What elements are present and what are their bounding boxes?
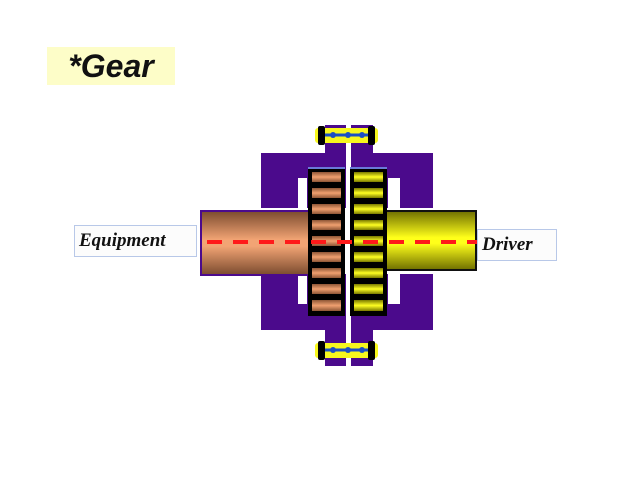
- driver-gear-hub: [350, 167, 387, 316]
- equipment-label-text: Equipment: [79, 230, 166, 251]
- title-box: *Gear: [47, 47, 175, 85]
- bottom-bolt-icon: [315, 341, 378, 360]
- top-bolt-icon: [315, 126, 378, 145]
- driver-label-text: Driver: [482, 234, 533, 255]
- title-text: *Gear: [68, 48, 154, 84]
- driver-label: Driver: [477, 229, 557, 261]
- equipment-label: Equipment: [74, 225, 197, 257]
